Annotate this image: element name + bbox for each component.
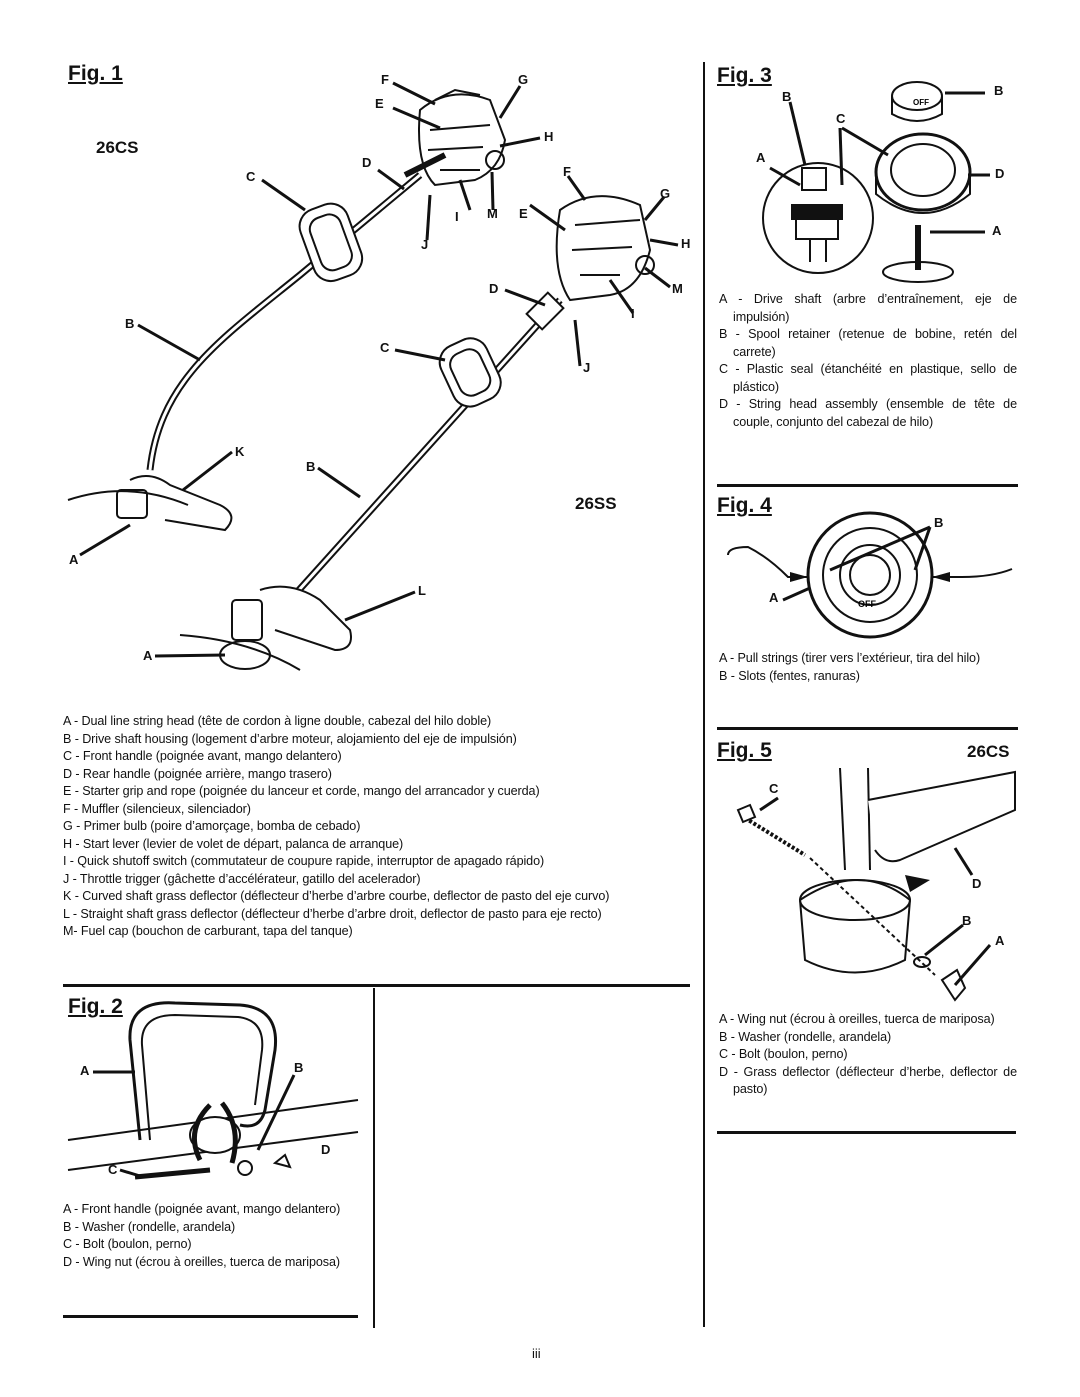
fig3-bottom-rule <box>717 484 1018 487</box>
fig2-legend-item: D - Wing nut (écrou à oreilles, tuerca d… <box>63 1254 340 1269</box>
fig3-legend-item: D - String head assembly (ensemble de tê… <box>719 397 1017 429</box>
fig1-legend-item: H - Start lever (levier de volet de dépa… <box>63 836 404 851</box>
fig1-model-26cs: 26CS <box>96 138 139 157</box>
fig3-legend-item: C - Plastic seal (étanchéité en plastiqu… <box>719 362 1017 394</box>
fig2-title: Fig. 2 <box>68 995 123 1018</box>
fig5-callout-d: D <box>972 876 982 891</box>
fig1-legend-item: A - Dual line string head (tête de cordo… <box>63 714 492 728</box>
fig1-legend-item: B - Drive shaft housing (logement d’arbr… <box>63 731 517 746</box>
fig1-callout-g: G <box>518 72 529 87</box>
fig1-callout-i: I <box>455 209 459 224</box>
fig1-callout-b2: B <box>306 459 316 474</box>
fig1-title: Fig. 1 <box>68 62 123 85</box>
fig3-string-head-illustration: OFF <box>762 81 990 283</box>
fig1-callout-g2: G <box>660 186 671 201</box>
fig4-legend: A - Pull strings (tirer vers l’extérieur… <box>719 650 1017 685</box>
fig1-legend-item: M- Fuel cap (bouchon de carburant, tapa … <box>63 924 353 938</box>
fig1-bottom-rule <box>63 984 690 987</box>
fig5-legend-item: C - Bolt (boulon, perno) <box>719 1047 848 1061</box>
fig1-legend-item: E - Starter grip and rope (poignée du la… <box>63 784 540 798</box>
fig1-callout-b: B <box>125 316 135 331</box>
fig4-pull-strings-illustration: OFF <box>727 511 1013 639</box>
fig5-legend-item: A - Wing nut (écrou à oreilles, tuerca d… <box>719 1012 995 1026</box>
fig2-handle-illustration <box>67 1001 359 1180</box>
fig5-legend-item: B - Washer (rondelle, arandela) <box>719 1029 892 1044</box>
fig5-title: Fig. 5 <box>717 739 772 762</box>
fig1-legend-item: I - Quick shutoff switch (commutateur de… <box>63 854 545 868</box>
fig5-deflector-illustration <box>736 767 1016 1002</box>
fig1-legend-item: G - Primer bulb (poire d’amorçage, bomba… <box>63 819 361 833</box>
fig1-callout-c: C <box>246 169 256 184</box>
fig1-callout-f2: F <box>563 164 571 179</box>
fig1-callout-c2: C <box>380 340 390 355</box>
fig2-legend-item: A - Front handle (poignée avant, mango d… <box>63 1202 341 1216</box>
fig5-callout-c: C <box>769 781 779 796</box>
fig2-legend-item: C - Bolt (boulon, perno) <box>63 1237 192 1251</box>
fig3-callout-a2: A <box>992 223 1002 238</box>
fig1-legend-item: K - Curved shaft grass deflector (déflec… <box>63 889 610 903</box>
fig3-callout-b2: B <box>782 89 792 104</box>
fig5-legend: A - Wing nut (écrou à oreilles, tuerca d… <box>719 1011 1017 1099</box>
fig3-legend-item: A - Drive shaft (arbre d’entraînement, e… <box>719 292 1017 324</box>
fig1-trimmer-illustration <box>67 81 679 671</box>
fig3-off-label: OFF <box>913 98 929 107</box>
fig1-callout-e: E <box>375 96 384 111</box>
fig5-callout-a: A <box>995 933 1005 948</box>
fig3-callout-b: B <box>994 83 1004 98</box>
fig1-callout-a2: A <box>143 648 153 663</box>
fig1-callout-k: K <box>235 444 245 459</box>
fig1-legend-item: F - Muffler (silencieux, silenciador) <box>63 801 251 816</box>
fig1-model-26ss: 26SS <box>575 494 617 513</box>
fig2-callout-b: B <box>294 1060 304 1075</box>
fig5-callout-b: B <box>962 913 972 928</box>
right-column-divider <box>703 62 705 1327</box>
fig2-column-divider <box>373 988 375 1328</box>
fig5-bottom-rule <box>717 1131 1016 1134</box>
fig3-title: Fig. 3 <box>717 64 772 87</box>
fig2-legend-item: B - Washer (rondelle, arandela) <box>63 1219 236 1234</box>
fig1-callout-h: H <box>544 129 554 144</box>
fig1-callout-f: F <box>381 72 389 87</box>
fig4-off-label: OFF <box>858 599 876 609</box>
fig3-legend: A - Drive shaft (arbre d’entraînement, e… <box>719 291 1017 431</box>
page-number: iii <box>532 1346 541 1361</box>
fig1-callout-m: M <box>487 206 498 221</box>
fig1-legend-item: D - Rear handle (poignée arrière, mango … <box>63 766 332 781</box>
fig1-callout-j2: J <box>583 360 591 375</box>
fig3-legend-item: B - Spool retainer (retenue de bobine, r… <box>719 327 1017 359</box>
fig5-legend-item: D - Grass deflector (déflecteur d’herbe,… <box>719 1064 1017 1097</box>
fig4-legend-item: A - Pull strings (tirer vers l’extérieur… <box>719 651 981 665</box>
fig1-callout-m2: M <box>672 281 683 296</box>
fig4-callout-a: A <box>769 590 779 605</box>
fig5-model-26cs: 26CS <box>967 742 1010 761</box>
fig4-callout-b: B <box>934 515 944 530</box>
fig1-legend-item: J - Throttle trigger (gâchette d’accélér… <box>63 871 421 886</box>
fig1-callout-l: L <box>418 583 426 598</box>
fig1-callout-i2: I <box>631 306 635 321</box>
fig1-legend: A - Dual line string head (tête de cordo… <box>63 713 693 941</box>
fig3-callout-a: A <box>756 150 766 165</box>
fig1-legend-item: C - Front handle (poignée avant, mango d… <box>63 749 342 763</box>
fig2-callout-c: C <box>108 1162 118 1177</box>
fig2-callout-d: D <box>321 1142 331 1157</box>
fig1-callout-d2: D <box>489 281 499 296</box>
fig1-callout-a: A <box>69 552 79 567</box>
fig1-callout-e2: E <box>519 206 528 221</box>
fig2-bottom-rule <box>63 1315 358 1318</box>
fig4-bottom-rule <box>717 727 1018 730</box>
fig2-callout-a: A <box>80 1063 90 1078</box>
fig4-title: Fig. 4 <box>717 494 772 517</box>
fig3-callout-c: C <box>836 111 846 126</box>
fig1-callout-d: D <box>362 155 372 170</box>
fig4-legend-item: B - Slots (fentes, ranuras) <box>719 668 860 683</box>
fig2-legend: A - Front handle (poignée avant, mango d… <box>63 1201 360 1271</box>
fig1-callout-j: J <box>421 237 429 252</box>
fig1-legend-item: L - Straight shaft grass deflector (défl… <box>63 906 602 921</box>
fig1-callout-h2: H <box>681 236 691 251</box>
fig3-callout-d: D <box>995 166 1005 181</box>
